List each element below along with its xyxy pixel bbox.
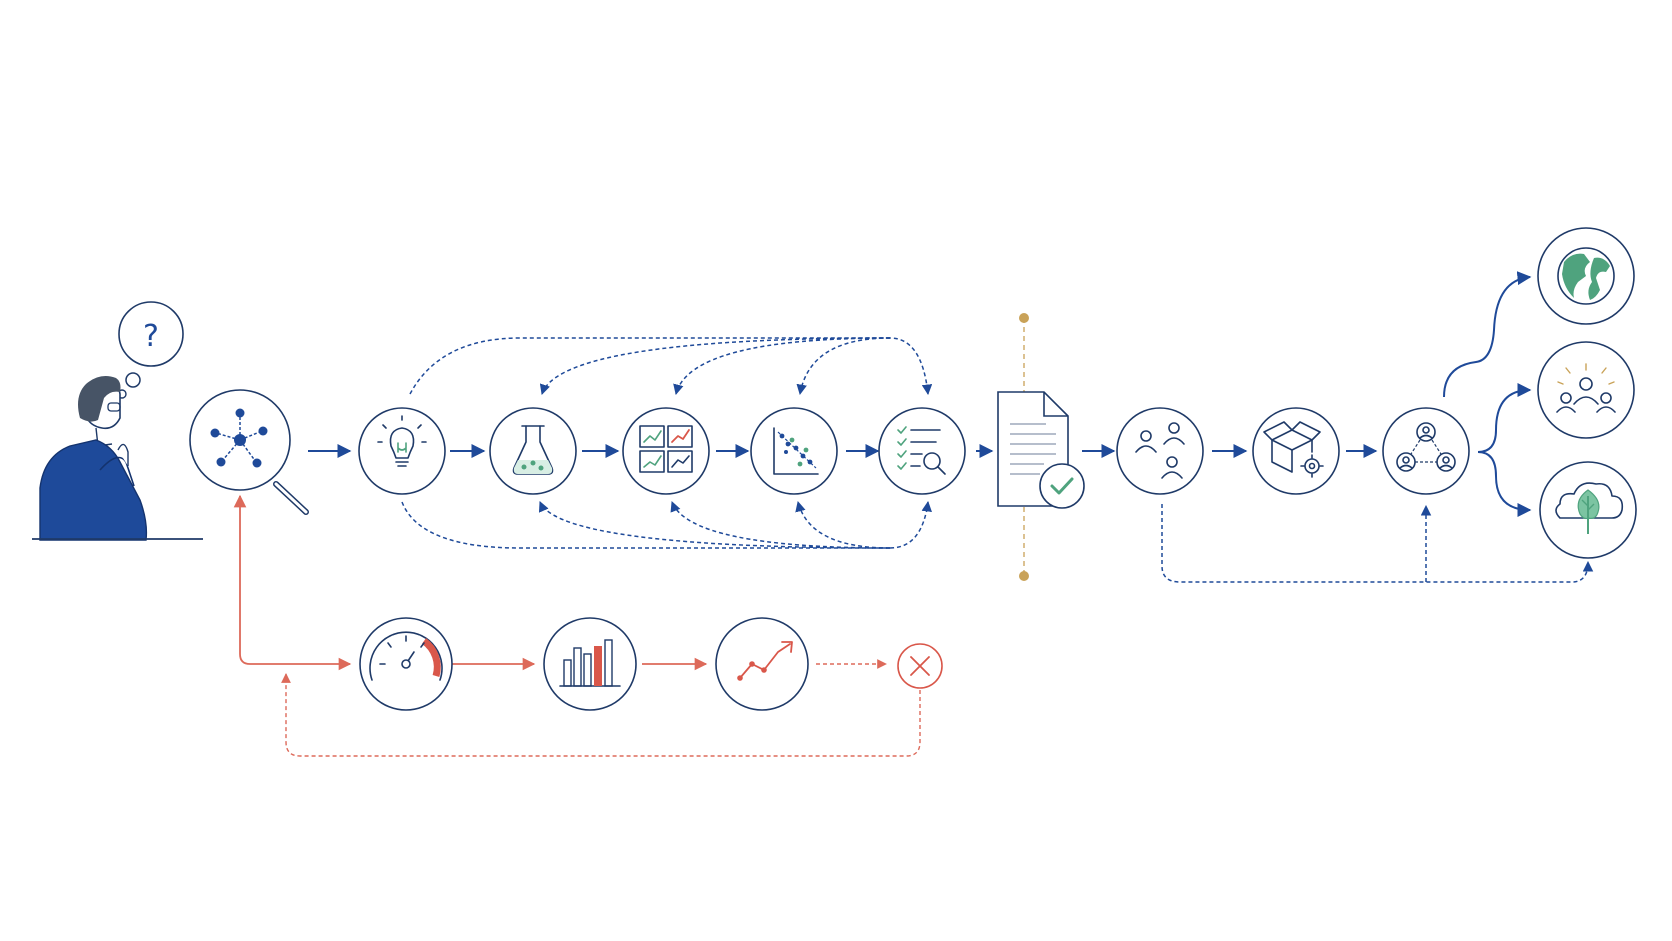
lightbulb-icon: [358, 407, 446, 495]
trend-line-icon: [715, 617, 809, 711]
iteration-loops: [401, 337, 933, 549]
network-magnifier-icon: [189, 389, 309, 515]
thinking-person-icon: ?: [32, 301, 203, 541]
box-gear-icon: [1252, 407, 1340, 495]
people-network-icon: [1382, 407, 1470, 495]
scatter-plot-icon: [750, 407, 838, 495]
main-flow-arrows: [308, 271, 1594, 583]
bar-chart-icon: [543, 617, 637, 711]
question-mark: ?: [143, 319, 159, 354]
tree-cloud-icon: [1539, 461, 1637, 559]
approved-document-icon: [997, 391, 1085, 509]
flask-icon: [489, 407, 577, 495]
feedback-track: [233, 494, 921, 757]
gauge-icon: [359, 617, 453, 711]
thought-bubble: [118, 301, 184, 367]
community-icon: [1537, 341, 1635, 439]
globe-icon: [1537, 227, 1635, 325]
checklist-magnifier-icon: [878, 407, 966, 495]
cancel-x-icon: [897, 643, 943, 689]
people-group-icon: [1116, 407, 1204, 495]
chart-grid-icon: [622, 407, 710, 495]
